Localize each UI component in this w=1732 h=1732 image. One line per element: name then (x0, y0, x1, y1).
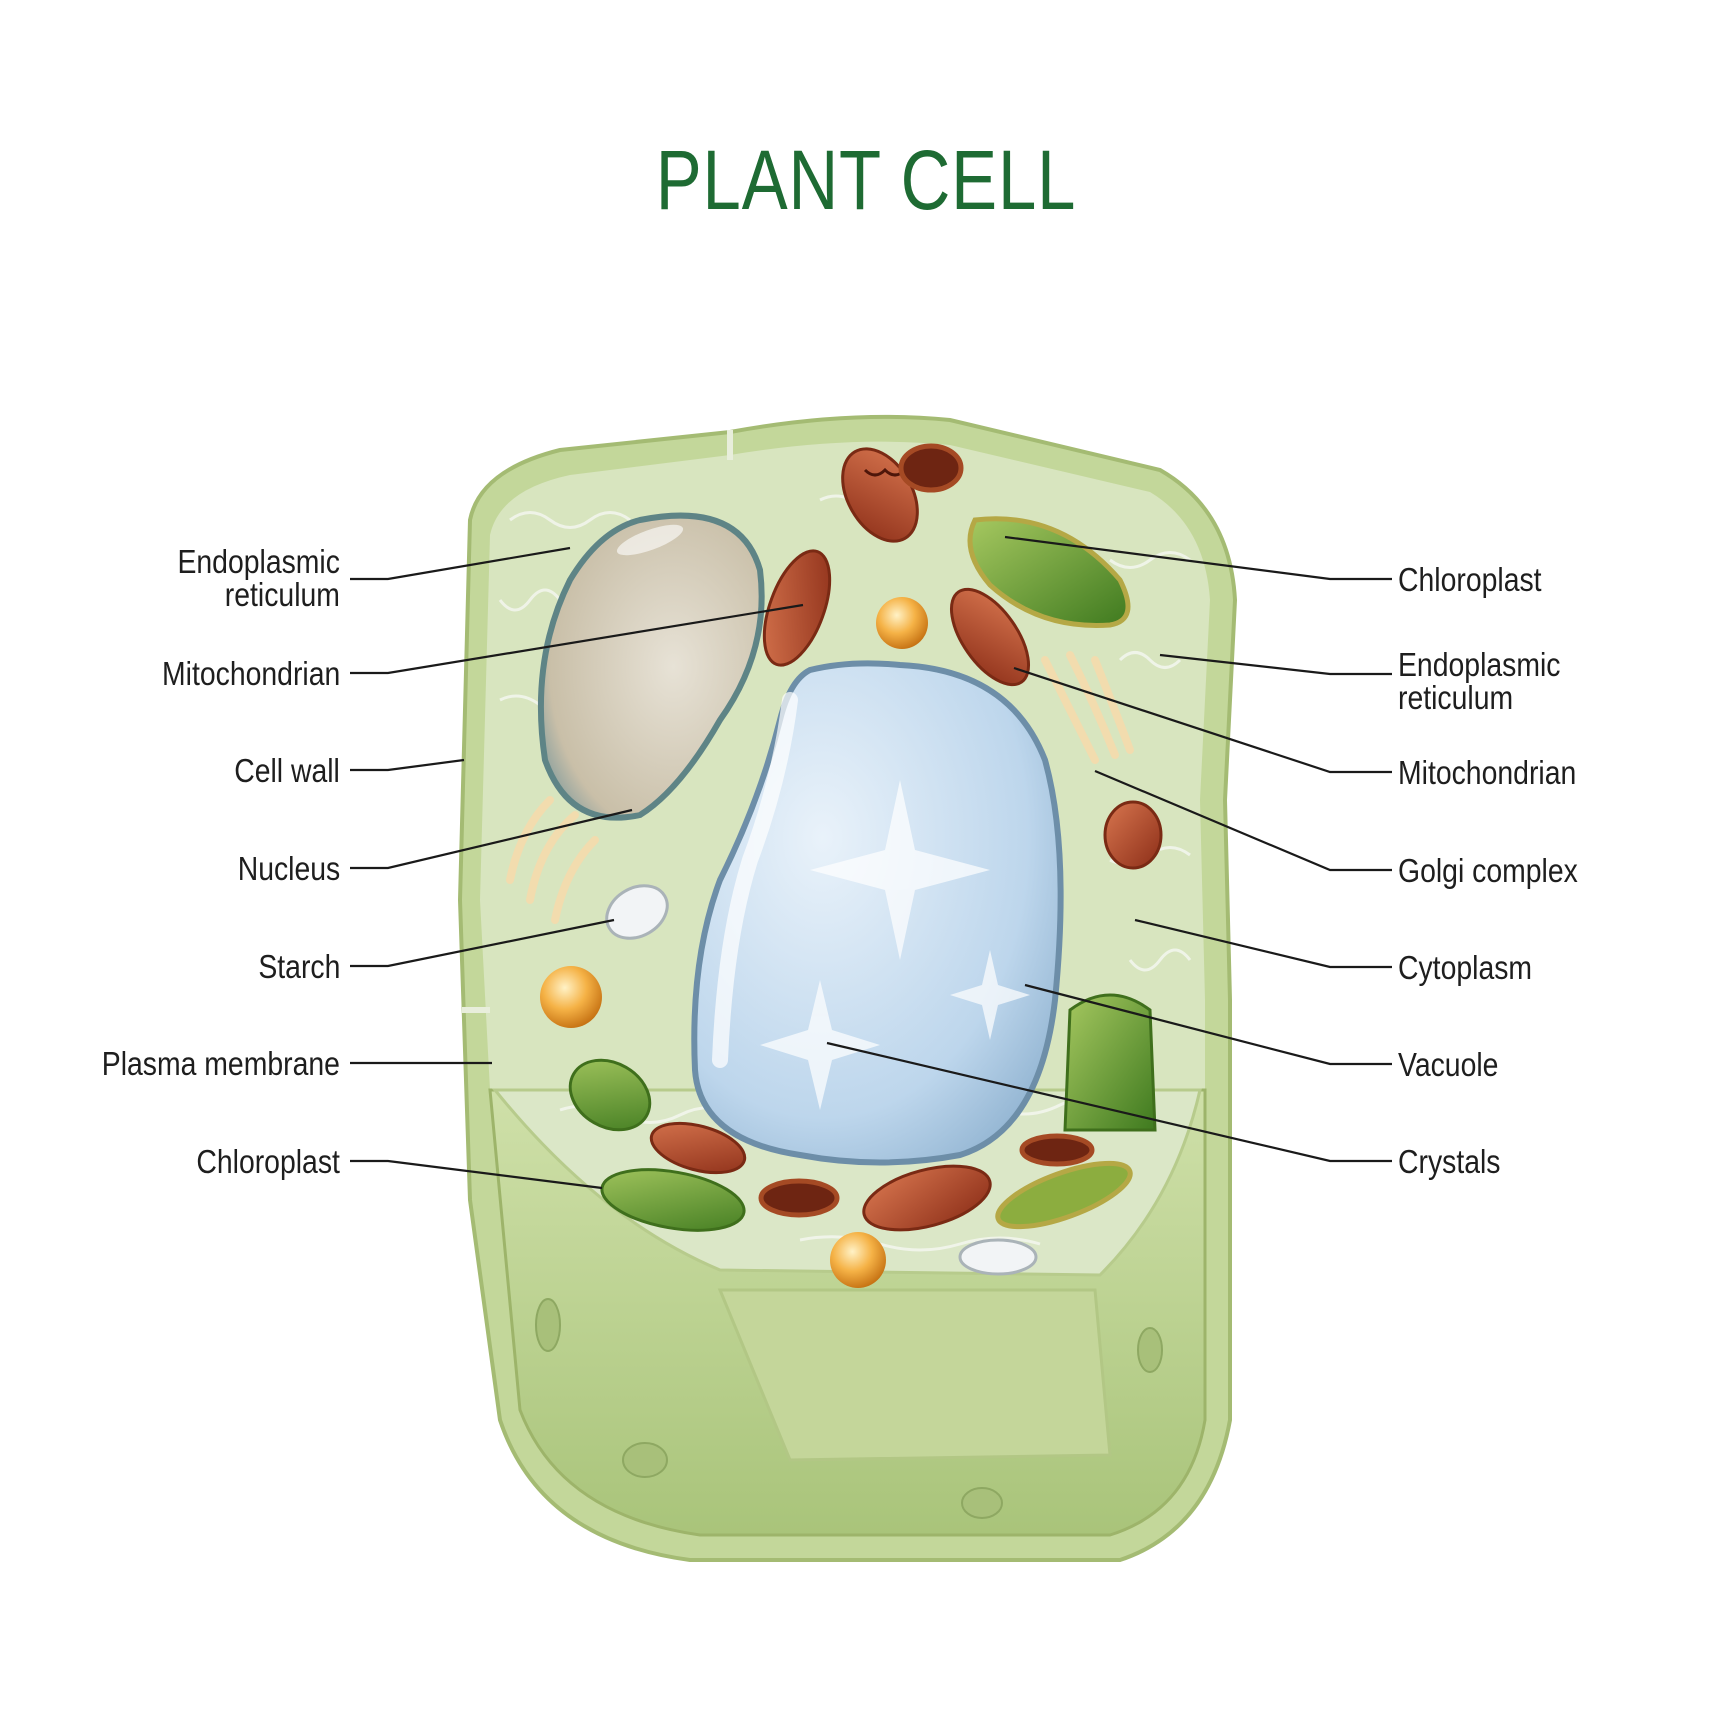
label-mito-right: Mitochondrian (1398, 754, 1577, 791)
organelle-vesicle (830, 1232, 886, 1288)
vacuole-highlight (712, 692, 798, 1068)
chloroplast (568, 1058, 652, 1132)
leader-golgi (1094, 769, 1392, 872)
chloroplast (995, 1160, 1133, 1230)
leader-lines (350, 535, 1392, 1190)
leader-mito-right (1013, 666, 1392, 774)
label-cytoplasm: Cytoplasm (1398, 949, 1533, 986)
organelle-vesicle (540, 966, 602, 1028)
chloroplast (1063, 993, 1157, 1132)
leader-chloro-left (350, 1159, 603, 1190)
mitochondrion (762, 549, 832, 667)
label-cellwall: Cell wall (234, 752, 340, 789)
leader-cellwall (350, 758, 465, 772)
organelle-vesicle (876, 597, 928, 649)
label-vacuole: Vacuole (1398, 1046, 1499, 1083)
mitochondrion (949, 587, 1031, 687)
mitochondrion (1103, 800, 1163, 870)
chloroplast (967, 516, 1131, 628)
starch-granule (605, 884, 669, 940)
leader-crystals (826, 1041, 1392, 1163)
label-starch: Starch (257, 948, 340, 985)
label-crystals: Crystals (1398, 1143, 1501, 1180)
inner-cut-wall (717, 1288, 1112, 1462)
leader-chloro-right (1004, 535, 1392, 581)
leader-starch (350, 918, 615, 968)
label-nucleus: Nucleus (237, 850, 340, 887)
label-plasma: Plasma membrane (101, 1045, 340, 1082)
golgi-complex (506, 651, 1134, 924)
crystals (760, 780, 1030, 1110)
leader-er-right (1159, 653, 1392, 676)
page-title: PLANT CELL (655, 133, 1077, 227)
leader-vacuole (1024, 983, 1392, 1066)
starch-granule (958, 1238, 1038, 1276)
mitochondrion (649, 1121, 747, 1175)
mitochondrion (862, 1164, 992, 1232)
label-mito-left: Mitochondrian (161, 655, 340, 692)
mitochondrion (1019, 1133, 1095, 1167)
leader-er-left (350, 546, 571, 581)
leader-cytoplasm (1134, 918, 1392, 969)
label-chloro-left: Chloroplast (196, 1143, 340, 1180)
leader-mito-left (350, 603, 804, 675)
mitochondrion (758, 1178, 840, 1218)
mitochondrion (898, 443, 964, 493)
wall-pits (535, 1298, 1163, 1519)
label-chloro-right: Chloroplast (1398, 561, 1542, 598)
label-golgi: Golgi complex (1398, 852, 1578, 889)
nucleus (537, 512, 765, 821)
nucleus-highlight (616, 524, 684, 556)
chloroplast (600, 1168, 746, 1232)
leader-nucleus (350, 808, 633, 870)
